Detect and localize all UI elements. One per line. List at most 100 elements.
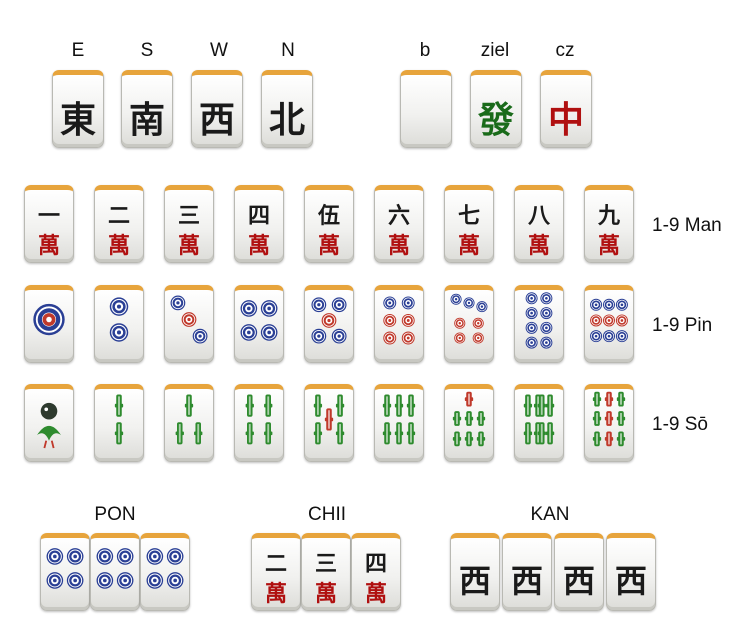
bamboo-stick xyxy=(604,411,614,426)
bamboo-stick xyxy=(523,422,533,445)
pin-dot xyxy=(525,292,538,305)
meld-label-kan: KAN xyxy=(530,504,570,525)
tile-glyph: 萬 xyxy=(107,233,130,259)
pin-dot xyxy=(321,313,337,328)
bamboo-stick xyxy=(114,422,124,445)
tile-glyph: 萬 xyxy=(527,233,550,259)
pin-dot xyxy=(96,572,114,589)
bamboo-stick xyxy=(616,431,626,447)
pin-dot xyxy=(603,298,615,311)
pin-dot xyxy=(260,324,278,341)
tile-glyph: 六 xyxy=(387,203,410,229)
tile-face xyxy=(523,394,555,445)
meld-label-chii: CHII xyxy=(308,504,346,525)
tile-face xyxy=(452,391,486,447)
tile-face xyxy=(590,298,628,343)
pin-dot xyxy=(590,314,603,327)
bamboo-stick xyxy=(537,394,546,417)
pin-dot xyxy=(540,307,553,320)
tile-glyph: 西 xyxy=(458,562,491,600)
pin-tile-2 xyxy=(94,285,144,363)
pon-tile-2 xyxy=(90,533,140,611)
pin-dot xyxy=(383,331,397,345)
tile-glyph: 四 xyxy=(364,551,387,577)
tile-glyph: 萬 xyxy=(37,233,60,259)
man-tile-2: 二萬 xyxy=(94,185,144,263)
so-tile-3 xyxy=(164,384,214,462)
pin-dot xyxy=(454,332,466,344)
tile-glyph: 八 xyxy=(527,203,550,229)
bamboo-stick xyxy=(476,431,486,447)
red-dragon-tile: 中 xyxy=(540,70,592,148)
tile-glyph: 九 xyxy=(597,203,620,229)
pin-dot xyxy=(590,330,603,343)
pin-dot xyxy=(170,295,186,311)
pin-tile-8 xyxy=(514,285,564,363)
tile-glyph: 萬 xyxy=(317,233,340,259)
man-tile-3: 三萬 xyxy=(164,185,214,263)
white-dragon-tile xyxy=(400,70,452,148)
tile-face xyxy=(525,292,553,349)
bamboo-stick xyxy=(545,422,555,445)
pin-dot xyxy=(603,330,615,343)
pin-dot xyxy=(260,300,278,317)
pon-tile-3 xyxy=(140,533,190,611)
pin-dot xyxy=(401,314,415,327)
bamboo-stick xyxy=(616,411,626,426)
pin-dot xyxy=(240,324,258,341)
pin-tile-9 xyxy=(584,285,634,363)
tile-glyph: 發 xyxy=(477,99,514,141)
pin-dot xyxy=(525,336,538,349)
pin-dot xyxy=(181,312,197,327)
tile-face xyxy=(311,297,347,344)
tile-face xyxy=(313,394,345,445)
pin-tile-7 xyxy=(444,285,494,363)
bamboo-stick xyxy=(394,394,404,417)
so-tile-1 xyxy=(24,384,74,462)
kan-tile-3: 西 xyxy=(554,533,604,611)
bamboo-stick xyxy=(245,422,254,445)
pin-dot xyxy=(146,548,164,565)
tile-face xyxy=(245,394,273,445)
bamboo-stick xyxy=(406,422,416,445)
tile-face xyxy=(383,296,415,345)
bamboo-stick xyxy=(452,431,462,447)
tile-face xyxy=(450,293,488,344)
pin-dot xyxy=(240,300,258,317)
tile-face xyxy=(146,548,184,589)
east-wind-tile: 東 xyxy=(52,70,104,148)
bamboo-stick xyxy=(264,394,273,417)
man-tile-8: 八萬 xyxy=(514,185,564,263)
man-tile-6: 六萬 xyxy=(374,185,424,263)
tile-glyph: 萬 xyxy=(387,233,410,259)
pin-tile-1 xyxy=(24,285,74,363)
label-south: S xyxy=(140,40,154,61)
tile-glyph: 東 xyxy=(59,99,96,141)
pin-dot xyxy=(66,572,84,589)
bamboo-stick xyxy=(175,422,184,445)
label-north: N xyxy=(281,40,295,61)
tile-glyph: 萬 xyxy=(177,233,200,259)
pin-dot xyxy=(311,297,327,313)
kan-tile-1: 西 xyxy=(450,533,500,611)
tile-face xyxy=(175,394,203,445)
pin-dot xyxy=(116,548,134,565)
bamboo-stick xyxy=(476,411,486,426)
row-label-pin: 1-9 Pin xyxy=(652,315,713,336)
tile-glyph: 中 xyxy=(547,99,584,141)
bamboo-stick xyxy=(452,411,462,426)
so-tile-6 xyxy=(374,384,424,462)
pin-dot xyxy=(615,298,628,311)
man-tile-4: 四萬 xyxy=(234,185,284,263)
pin-tile-3 xyxy=(164,285,214,363)
bamboo-stick xyxy=(537,422,546,445)
tile-glyph: 四 xyxy=(247,203,270,229)
south-wind-tile: 南 xyxy=(121,70,173,148)
bamboo-stick xyxy=(264,422,273,445)
kan-tile-2: 西 xyxy=(502,533,552,611)
bamboo-stick xyxy=(335,394,345,417)
pin-dot xyxy=(476,301,488,313)
pin-dot xyxy=(454,317,466,329)
row-label-so: 1-9 Sō xyxy=(652,414,708,435)
so-tile-9 xyxy=(584,384,634,462)
